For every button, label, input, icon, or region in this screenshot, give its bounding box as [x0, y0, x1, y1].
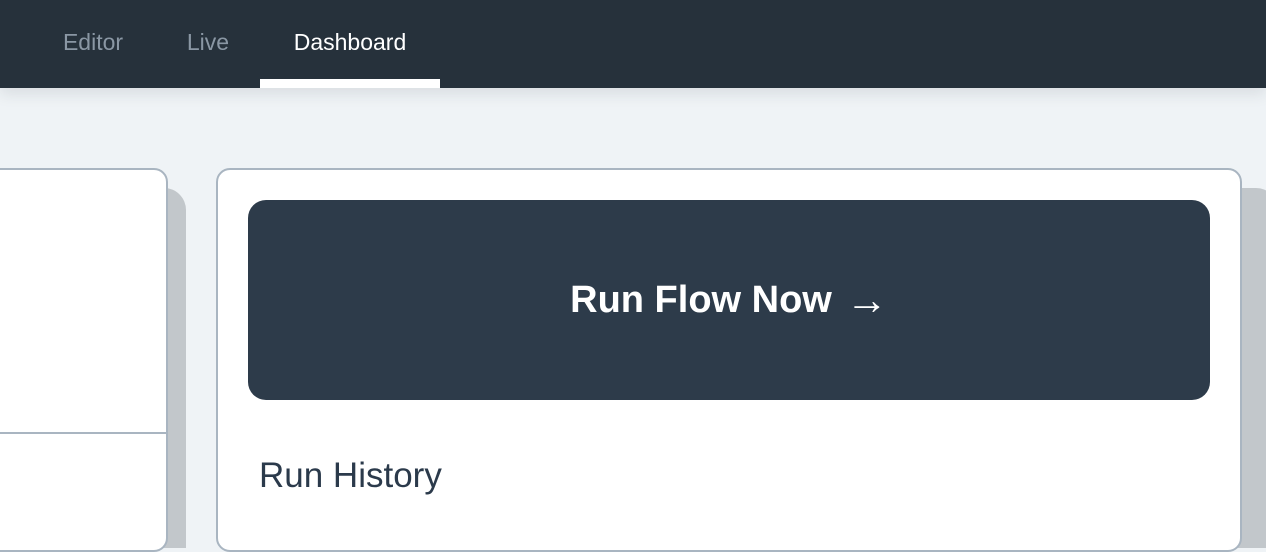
tab-dashboard[interactable]: Dashboard	[260, 0, 440, 88]
left-panel	[0, 168, 168, 552]
tab-dashboard-label: Dashboard	[293, 29, 407, 55]
run-flow-now-button[interactable]: Run Flow Now →	[248, 200, 1210, 400]
top-nav-bar: Editor Live Dashboard	[0, 0, 1266, 88]
tab-editor[interactable]: Editor	[62, 29, 124, 55]
run-flow-now-label: Run Flow Now	[570, 278, 832, 321]
active-tab-indicator	[260, 79, 440, 88]
dashboard-panel: Run Flow Now → Run History	[216, 168, 1242, 552]
left-panel-divider	[0, 432, 166, 434]
tab-live[interactable]: Live	[186, 29, 230, 55]
arrow-right-icon: →	[845, 276, 888, 323]
right-panel-shadow	[1238, 188, 1266, 548]
run-history-title: Run History	[259, 456, 442, 495]
